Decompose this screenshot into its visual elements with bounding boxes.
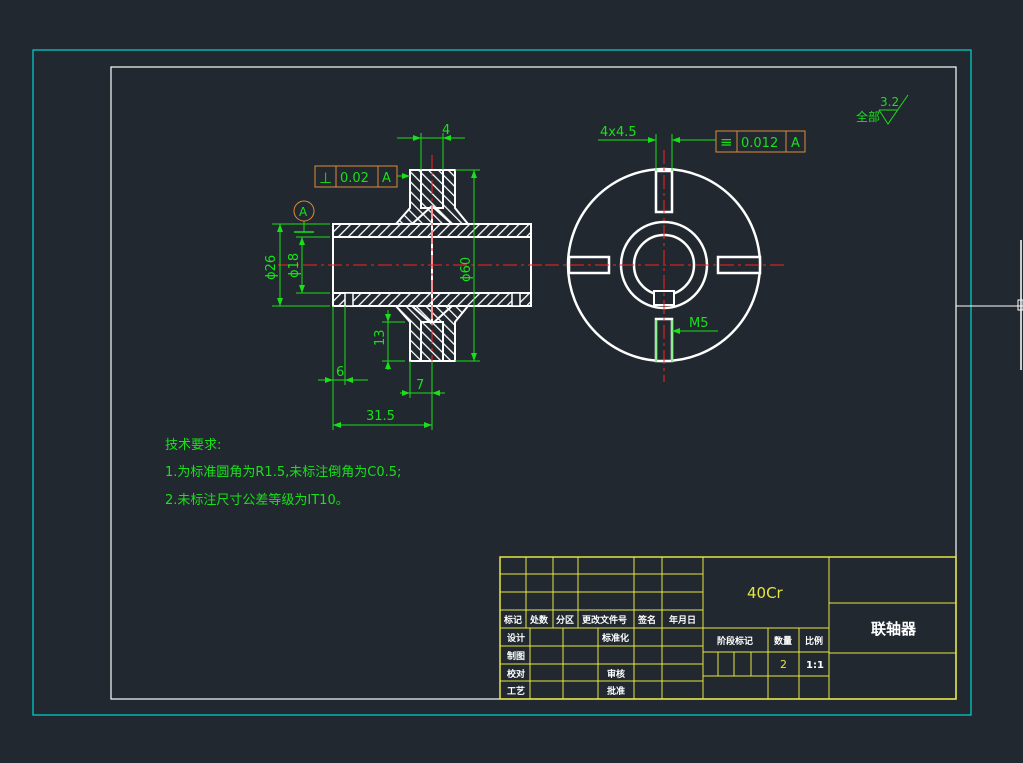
section-view bbox=[278, 155, 548, 375]
dim-width-7: 7 bbox=[416, 378, 424, 393]
dim-width-4: 4 bbox=[442, 123, 450, 138]
symmetry-datum: A bbox=[791, 136, 800, 151]
label-approve: 批准 bbox=[607, 685, 625, 697]
dim-width-6: 6 bbox=[336, 365, 344, 380]
tech-req-title: 技术要求: bbox=[165, 438, 221, 453]
header-label-zone: 分区 bbox=[556, 614, 574, 626]
perpendicularity-symbol: ⊥ bbox=[319, 169, 332, 187]
tech-req-item-2: 2.未标注尺寸公差等级为IT10。 bbox=[165, 492, 349, 508]
end-view-arrows bbox=[648, 137, 680, 334]
label-standardization: 标准化 bbox=[601, 632, 629, 644]
label-quantity: 数量 bbox=[774, 635, 792, 647]
label-review: 审核 bbox=[607, 668, 625, 680]
label-scale: 比例 bbox=[805, 635, 823, 647]
outer-frame bbox=[32, 49, 972, 716]
title-block-part-name: 联轴器 bbox=[871, 620, 917, 638]
symmetry-value: 0.012 bbox=[741, 136, 778, 151]
symmetry-symbol: ≡ bbox=[720, 133, 733, 151]
row-label-design: 设计 bbox=[507, 632, 525, 644]
dim-chamfer: 4x4.5 bbox=[600, 125, 637, 140]
header-label-count: 处数 bbox=[529, 614, 549, 626]
row-label-check: 校对 bbox=[507, 668, 525, 680]
perpendicularity-value: 0.02 bbox=[340, 171, 369, 186]
end-view bbox=[545, 150, 785, 382]
dim-dia-26: ϕ26 bbox=[264, 255, 279, 280]
row-label-process: 工艺 bbox=[507, 685, 525, 697]
dim-height-13: 13 bbox=[373, 329, 388, 346]
dimension-arrows bbox=[277, 135, 477, 428]
row-label-drafting: 制图 bbox=[507, 650, 525, 662]
dim-length-31-5: 31.5 bbox=[366, 409, 395, 424]
symmetry-frame bbox=[715, 130, 806, 153]
tech-req-item-1: 1.为标准圆角为R1.5,未标注倒角为C0.5; bbox=[165, 465, 401, 480]
header-label-date: 年月日 bbox=[669, 614, 696, 626]
dim-dia-60: ϕ60 bbox=[459, 257, 474, 282]
thread-mark-right bbox=[511, 292, 521, 307]
title-block bbox=[499, 556, 957, 700]
header-label-mark: 标记 bbox=[503, 614, 522, 626]
value-quantity: 2 bbox=[780, 658, 787, 671]
title-block-material: 40Cr bbox=[747, 584, 784, 602]
datum-marker bbox=[293, 200, 315, 233]
surface-finish-prefix: 全部 bbox=[856, 109, 880, 124]
thread-mark-left bbox=[344, 292, 354, 307]
perpendicularity-frame bbox=[314, 165, 410, 188]
dim-thread: M5 bbox=[689, 316, 709, 331]
surface-finish-value: 3.2 bbox=[880, 95, 899, 109]
header-label-signature: 签名 bbox=[637, 614, 656, 626]
datum-label: A bbox=[299, 205, 308, 219]
header-label-change-doc: 更改文件号 bbox=[582, 614, 627, 626]
surface-finish-symbol bbox=[878, 94, 909, 125]
label-stage-mark: 阶段标记 bbox=[717, 635, 753, 647]
value-scale: 1:1 bbox=[806, 660, 824, 671]
dim-dia-18: ϕ18 bbox=[287, 253, 302, 278]
perpendicularity-datum: A bbox=[382, 171, 391, 186]
